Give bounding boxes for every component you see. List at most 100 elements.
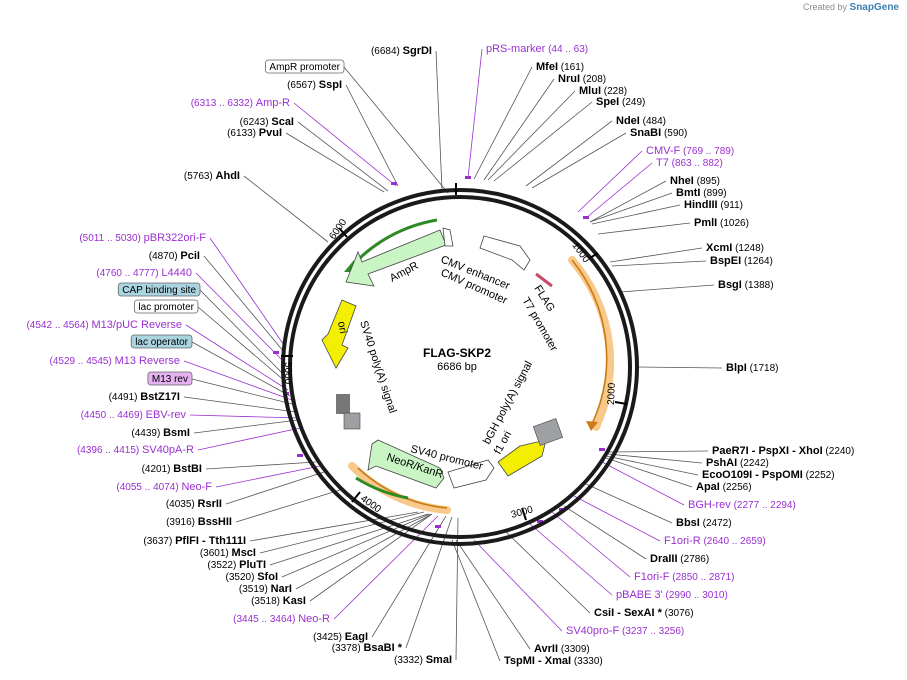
leader-line	[249, 511, 419, 542]
enzyme-label: SnaBI (590)	[630, 127, 687, 139]
backbone-outer	[281, 188, 639, 546]
leader-line	[209, 237, 287, 349]
leader-line	[585, 483, 673, 524]
enzyme-label: (3332) SmaI	[394, 654, 452, 666]
tick-2000: 2000	[606, 382, 618, 405]
position-text: (6133)	[227, 128, 256, 139]
neor-kanr-feature	[367, 439, 445, 489]
position-text: (3330)	[574, 656, 603, 667]
name-text: PaeR7I - PspXI - XhoI	[712, 445, 823, 457]
name-text: NruI	[558, 73, 580, 85]
position-text: (4491)	[109, 392, 138, 403]
leader-line	[619, 284, 715, 293]
feature-label-ori: ori	[335, 320, 349, 334]
primer-label: (4396 .. 4415) SV40pA-R	[77, 444, 194, 456]
position-text: (3601)	[200, 548, 229, 559]
skp2-orf-highlight	[568, 256, 615, 431]
leader-line	[183, 360, 293, 401]
name-text: TspMI - XmaI	[504, 655, 571, 667]
tick-5000: 5000	[282, 362, 293, 385]
feature-box	[265, 59, 345, 74]
enzyme-label: (6133) PvuI	[227, 127, 282, 139]
leader-line	[455, 517, 459, 661]
name-text: MluI	[579, 85, 601, 97]
enzyme-label: PshAI (2242)	[706, 457, 769, 469]
position-text: (2277 .. 2294)	[734, 500, 796, 511]
leader-line	[269, 513, 429, 566]
position-text: (4760 .. 4777)	[96, 268, 158, 279]
name-text: PmlI	[694, 217, 717, 229]
position-text: (590)	[664, 128, 687, 139]
name-text: EcoO109I - PspOMI	[702, 469, 803, 481]
name-text: XcmI	[706, 242, 732, 254]
position-text: (3425)	[313, 632, 342, 643]
name-text: BssHII	[198, 516, 232, 528]
name-text: Neo-F	[181, 481, 212, 493]
leader-line	[451, 539, 501, 662]
leader-line	[199, 289, 286, 377]
leader-line	[577, 150, 643, 213]
leader-line	[195, 272, 283, 361]
position-text: (4450 .. 4469)	[81, 410, 143, 421]
name-text: BGH-rev	[688, 499, 731, 511]
primer-label: T7 (863 .. 882)	[656, 157, 723, 169]
leader-line	[295, 513, 433, 590]
leader-line	[607, 450, 709, 453]
position-text: (2240)	[825, 446, 854, 457]
primer-label: pRS-marker (44 .. 63)	[486, 43, 588, 55]
enzyme-label: (3378) BsaBI *	[332, 642, 403, 654]
position-text: (4055 .. 4074)	[116, 482, 178, 493]
enzyme-label: (3519) NarI	[239, 583, 292, 595]
leader-line	[467, 48, 483, 179]
position-text: (899)	[703, 188, 726, 199]
position-text: (1718)	[750, 363, 779, 374]
name-text: NdeI	[616, 115, 640, 127]
leader-line	[191, 378, 293, 405]
leader-line	[205, 461, 317, 470]
leader-line	[573, 495, 661, 542]
leader-line	[193, 419, 299, 434]
position-text: (4201)	[142, 464, 171, 475]
name-text: BsmI	[163, 427, 190, 439]
name-text: BsgI	[718, 279, 742, 291]
name-text: Neo-R	[298, 613, 330, 625]
name-text: SV40pro-F	[566, 625, 619, 637]
primer-site-mark	[391, 182, 397, 185]
name-text: ScaI	[271, 116, 294, 128]
name-text: KasI	[283, 595, 306, 607]
enzyme-label: PmlI (1026)	[694, 217, 749, 229]
position-text: (3076)	[665, 608, 694, 619]
leader-line	[529, 523, 613, 596]
sv40-promoter-feature	[447, 459, 495, 489]
watermark-prefix: Created by	[802, 2, 848, 12]
leader-line	[189, 414, 299, 419]
leader-line	[203, 255, 285, 353]
leader-line	[483, 78, 555, 181]
name-text: SmaI	[426, 654, 452, 666]
plasmid-name: FLAG-SKP2	[423, 346, 491, 360]
name-text: pBR322ori-F	[144, 232, 207, 244]
leader-line	[473, 66, 533, 180]
position-text: (1026)	[720, 218, 749, 229]
leader-line	[505, 531, 591, 614]
leader-line	[243, 175, 329, 243]
name-text: pRS-marker	[486, 43, 546, 55]
feature-box-label: M13 rev	[152, 374, 188, 385]
position-text: (3637)	[143, 536, 172, 547]
name-text: SfoI	[257, 571, 278, 583]
name-text: SnaBI	[630, 127, 661, 139]
primer-label: SV40pro-F (3237 .. 3256)	[566, 625, 684, 637]
position-text: (4396 .. 4415)	[77, 445, 139, 456]
cmv-enhancer-feature	[479, 235, 531, 271]
position-text: (3522)	[207, 560, 236, 571]
feature-box	[130, 334, 193, 349]
leader-line	[611, 260, 707, 267]
position-text: (2252)	[806, 470, 835, 481]
position-text: (4439)	[131, 428, 160, 439]
position-text: (911)	[720, 200, 743, 211]
position-text: (1264)	[744, 256, 773, 267]
primer-label: (3445 .. 3464) Neo-R	[233, 613, 330, 625]
enzyme-label: (4870) PciI	[149, 250, 200, 262]
name-text: ApaI	[696, 481, 720, 493]
